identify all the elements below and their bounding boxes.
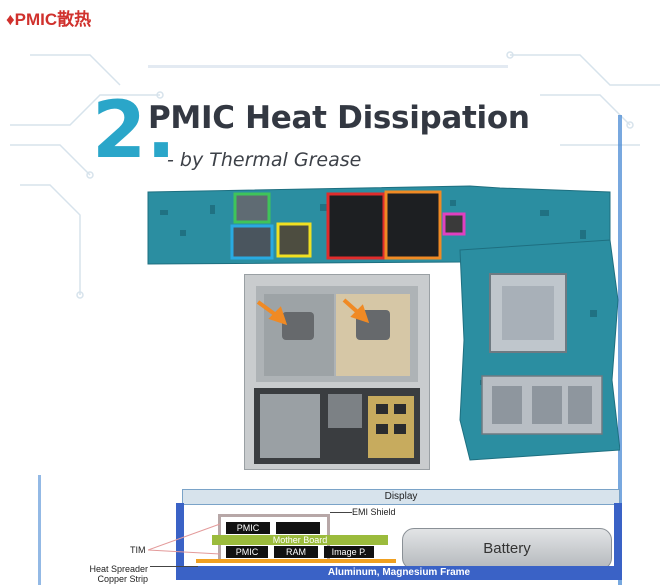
chip-blue-box <box>230 224 274 260</box>
emi-shield-label: EMI Shield <box>352 507 396 517</box>
tim-leader-lines <box>148 523 221 555</box>
image-processor-chip: Image P. <box>324 546 374 558</box>
heat-spreader-label: Heat Spreader Copper Strip <box>86 564 148 584</box>
aluminum-frame: Aluminum, Magnesium Frame <box>176 566 622 580</box>
display-layer: Display <box>182 489 620 505</box>
emi-leader-line <box>330 512 352 513</box>
heat-spreader-label-2: Copper Strip <box>97 574 148 584</box>
display-label: Display <box>384 491 418 502</box>
heat-spreader-strip <box>196 559 396 563</box>
chip-red-box <box>326 192 386 260</box>
mother-board: Mother Board <box>212 535 388 545</box>
frame-label: Aluminum, Magnesium Frame <box>327 567 471 578</box>
page-header: ♦PMIC散热 <box>6 10 92 29</box>
chip-green-box <box>233 192 271 224</box>
phone-interior-photo <box>244 274 430 470</box>
heat-spreader-label-1: Heat Spreader <box>89 564 148 574</box>
battery: Battery <box>402 528 612 570</box>
circuit-lines-right <box>506 51 660 146</box>
ram-chip: RAM <box>274 546 318 558</box>
tim-label: TIM <box>130 545 146 555</box>
chip-yellow-box <box>276 222 312 258</box>
circuit-board-photo <box>147 185 620 461</box>
slide-title: PMIC Heat Dissipation <box>148 100 530 136</box>
slide-subtitle: - by Thermal Grease <box>167 149 362 171</box>
chip-pink-box <box>442 212 466 236</box>
heat-spreader-leader <box>150 566 198 567</box>
circuit-lines-left <box>10 54 164 299</box>
slide-background <box>10 51 660 585</box>
battery-label: Battery <box>483 540 531 557</box>
pmic-bottom-chip: PMIC <box>226 546 268 558</box>
frame-left-wall <box>176 503 184 575</box>
slide-number: 2. <box>92 86 176 176</box>
pmic-top-chip: PMIC <box>226 522 270 534</box>
thermal-grease-left <box>282 312 314 340</box>
frame-right-wall <box>614 503 622 575</box>
top-chip-2 <box>276 522 320 534</box>
chip-orange-box <box>384 190 442 260</box>
